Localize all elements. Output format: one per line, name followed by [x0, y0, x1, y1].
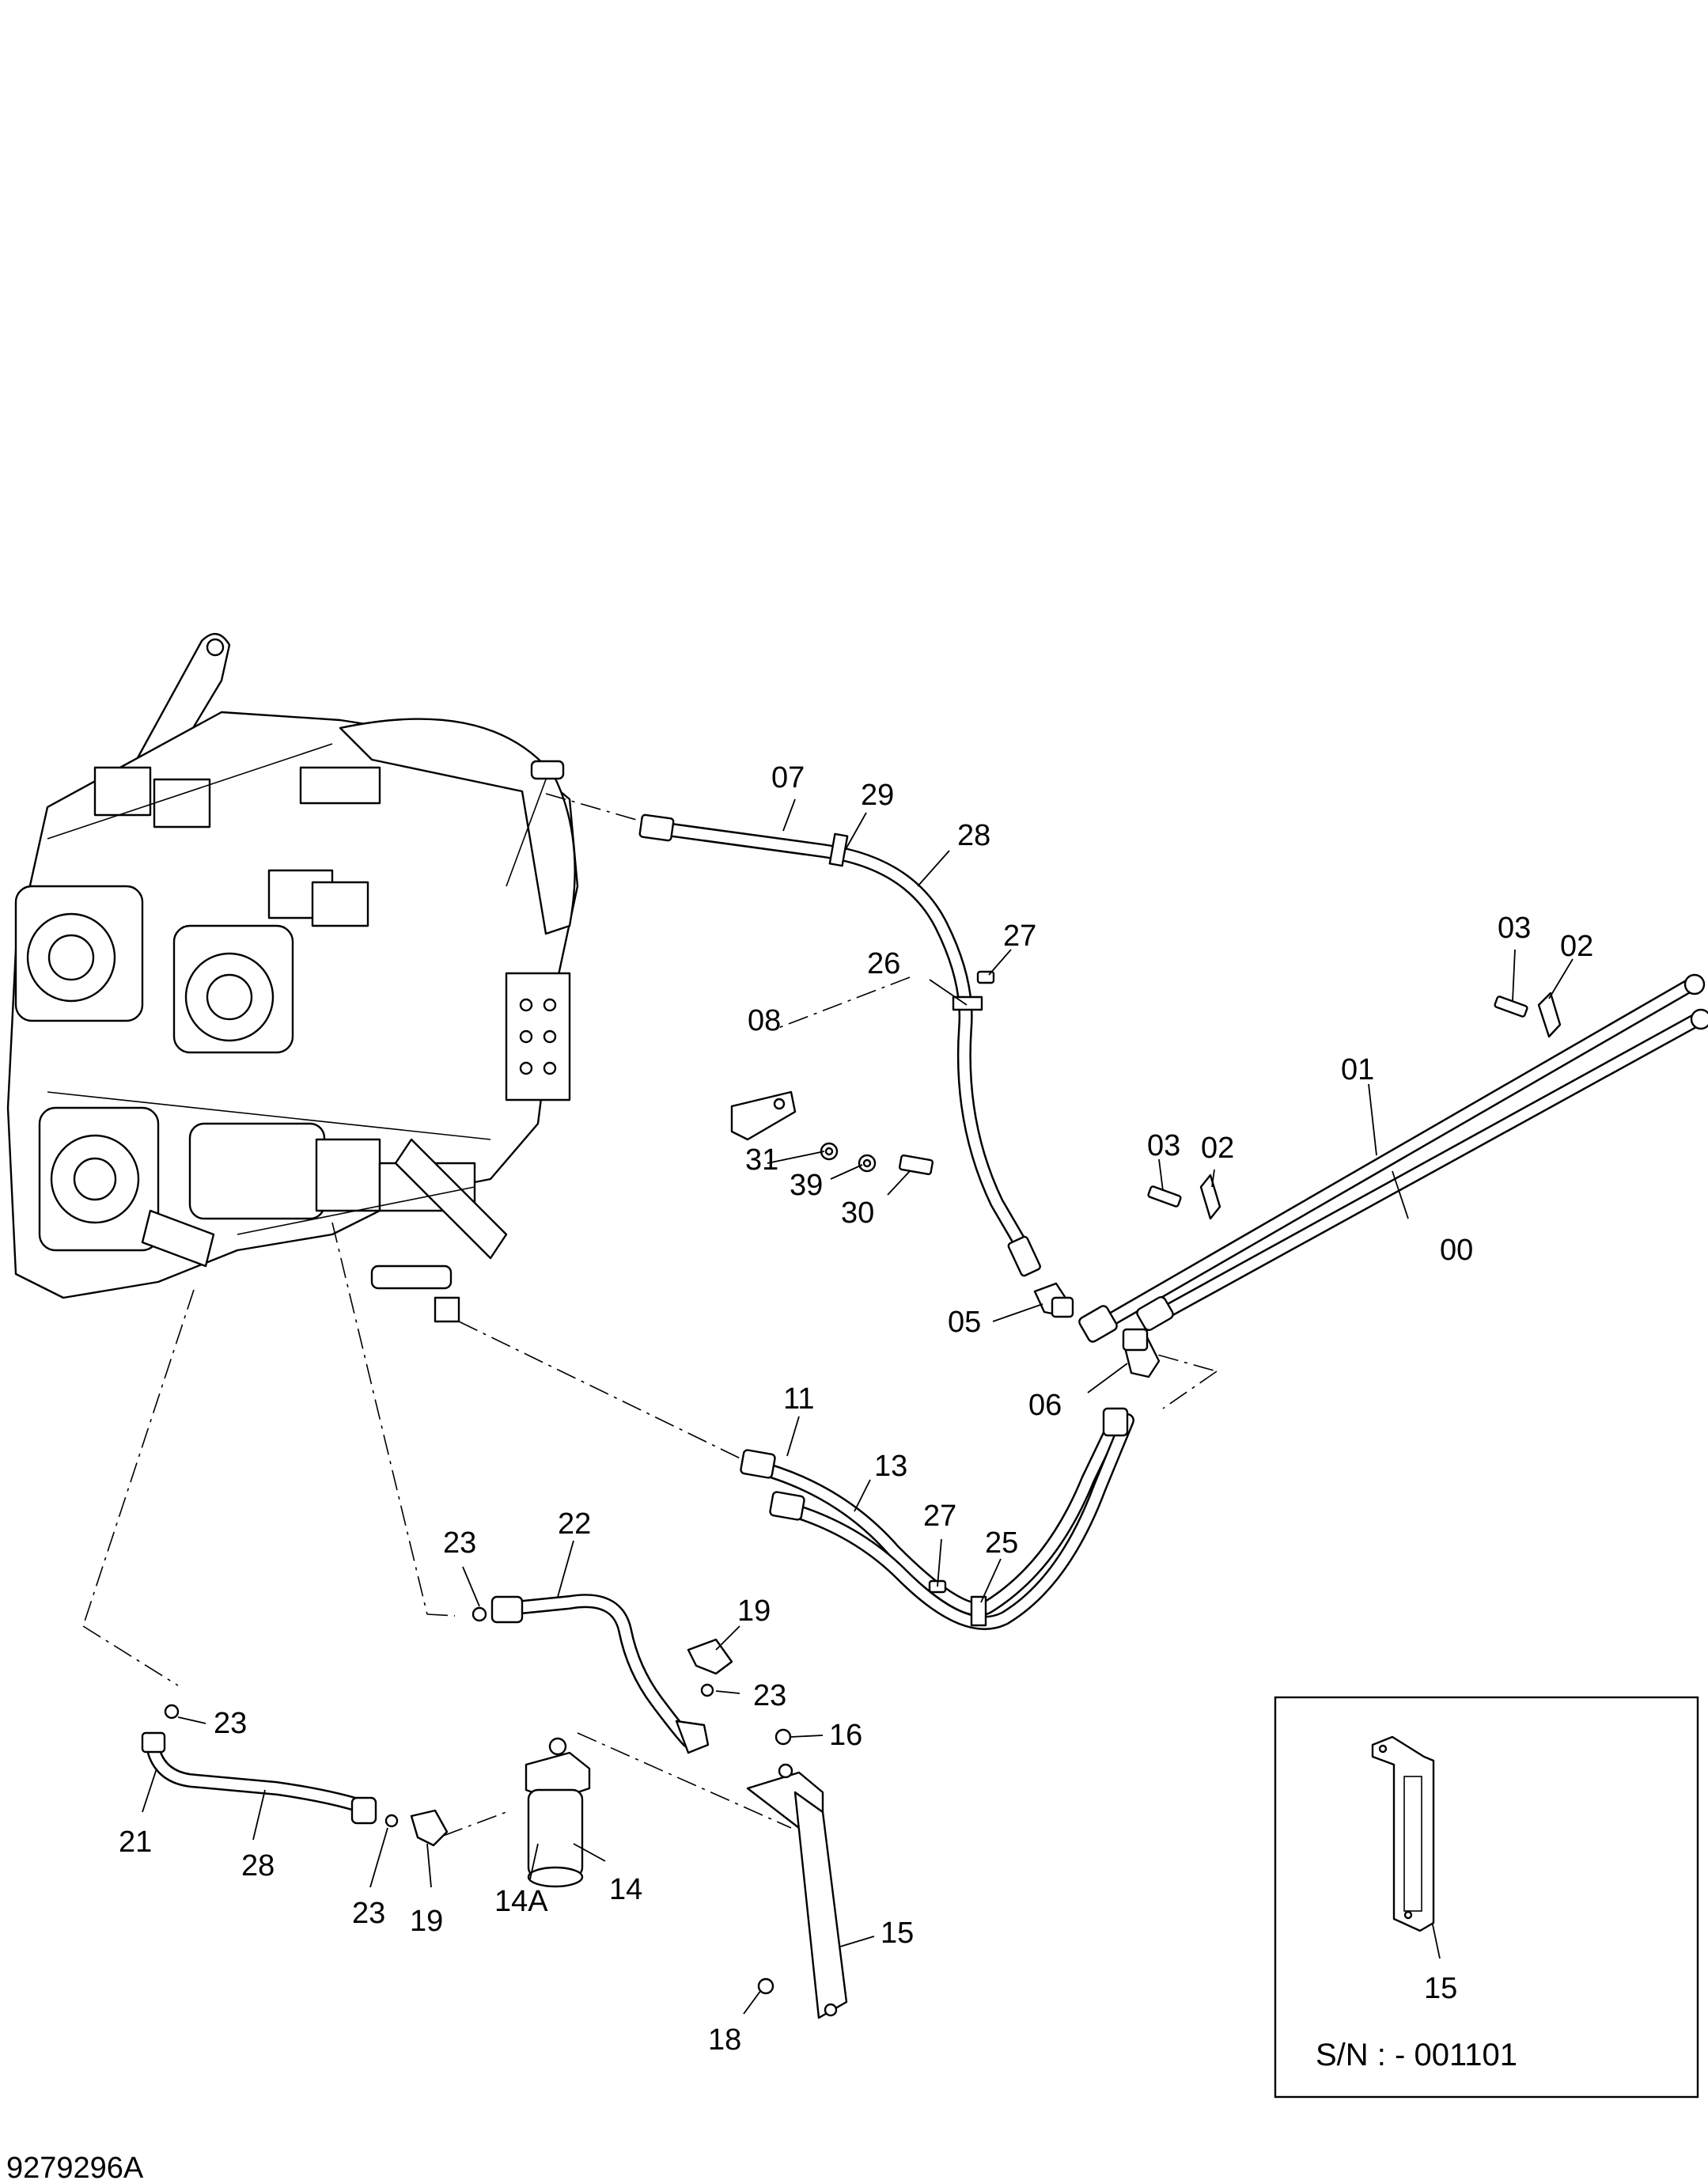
- callout-23-c: 23: [214, 1707, 247, 1740]
- hoses-11-13: [740, 1407, 1134, 1630]
- callout-28-upper: 28: [957, 819, 990, 852]
- callout-23-d: 23: [352, 1897, 385, 1930]
- callout-29: 29: [861, 779, 894, 812]
- hose-22: [471, 1594, 733, 1754]
- callout-39: 39: [790, 1169, 823, 1202]
- callout-06: 06: [1028, 1389, 1062, 1422]
- callout-19-upper: 19: [737, 1594, 771, 1628]
- callout-18: 18: [708, 2023, 741, 2057]
- callout-03-right: 03: [1498, 912, 1531, 945]
- callout-08: 08: [748, 1004, 781, 1037]
- elbows-05-06: [1033, 1282, 1161, 1378]
- callout-27-lower: 27: [923, 1500, 956, 1533]
- callout-14: 14: [609, 1873, 642, 1906]
- filter-14: [525, 1737, 591, 1888]
- callout-28-lower: 28: [241, 1849, 275, 1883]
- callout-31: 31: [745, 1143, 778, 1177]
- callout-22: 22: [558, 1507, 591, 1541]
- callout-26: 26: [867, 947, 900, 980]
- callout-23-b: 23: [753, 1679, 786, 1712]
- leader-lines: [142, 798, 1574, 2015]
- callout-14A: 14A: [494, 1885, 548, 1918]
- callout-27-upper: 27: [1003, 919, 1036, 953]
- callout-19-lower: 19: [410, 1905, 443, 1938]
- callout-02-right: 02: [1560, 930, 1593, 963]
- hose-07-28: [638, 813, 1041, 1277]
- callout-13: 13: [874, 1450, 907, 1483]
- bracket-15: [746, 1728, 848, 2019]
- callout-00: 00: [1440, 1234, 1473, 1267]
- callout-02-left: 02: [1201, 1132, 1234, 1165]
- callout-labels: 07 29 28 27 26 08 31 39 30 03 02 01 03 0…: [119, 761, 1593, 2057]
- drawing-number: 9279296A: [6, 2152, 144, 2184]
- inset-callout-15: 15: [1424, 1972, 1457, 2005]
- phantom-lines: [82, 793, 1218, 1837]
- callout-16: 16: [829, 1719, 862, 1752]
- callout-07: 07: [771, 761, 805, 794]
- inset-detail: 15 S/N : - 001101: [1274, 1696, 1699, 2099]
- callout-01: 01: [1341, 1053, 1374, 1086]
- callout-23-a: 23: [443, 1526, 476, 1560]
- callout-05: 05: [948, 1306, 981, 1339]
- callout-11: 11: [783, 1382, 814, 1416]
- callout-03-left: 03: [1147, 1129, 1180, 1162]
- pump-assembly: [6, 633, 579, 1323]
- bracket-08: [730, 970, 995, 1176]
- pipes-00-01: [1078, 973, 1708, 1343]
- serial-number-note: S/N : - 001101: [1316, 2038, 1517, 2072]
- callout-21: 21: [119, 1826, 152, 1859]
- callout-15: 15: [881, 1917, 914, 1950]
- hose-21-28: [141, 1704, 449, 1847]
- callout-25: 25: [985, 1526, 1018, 1560]
- callout-30: 30: [841, 1196, 874, 1230]
